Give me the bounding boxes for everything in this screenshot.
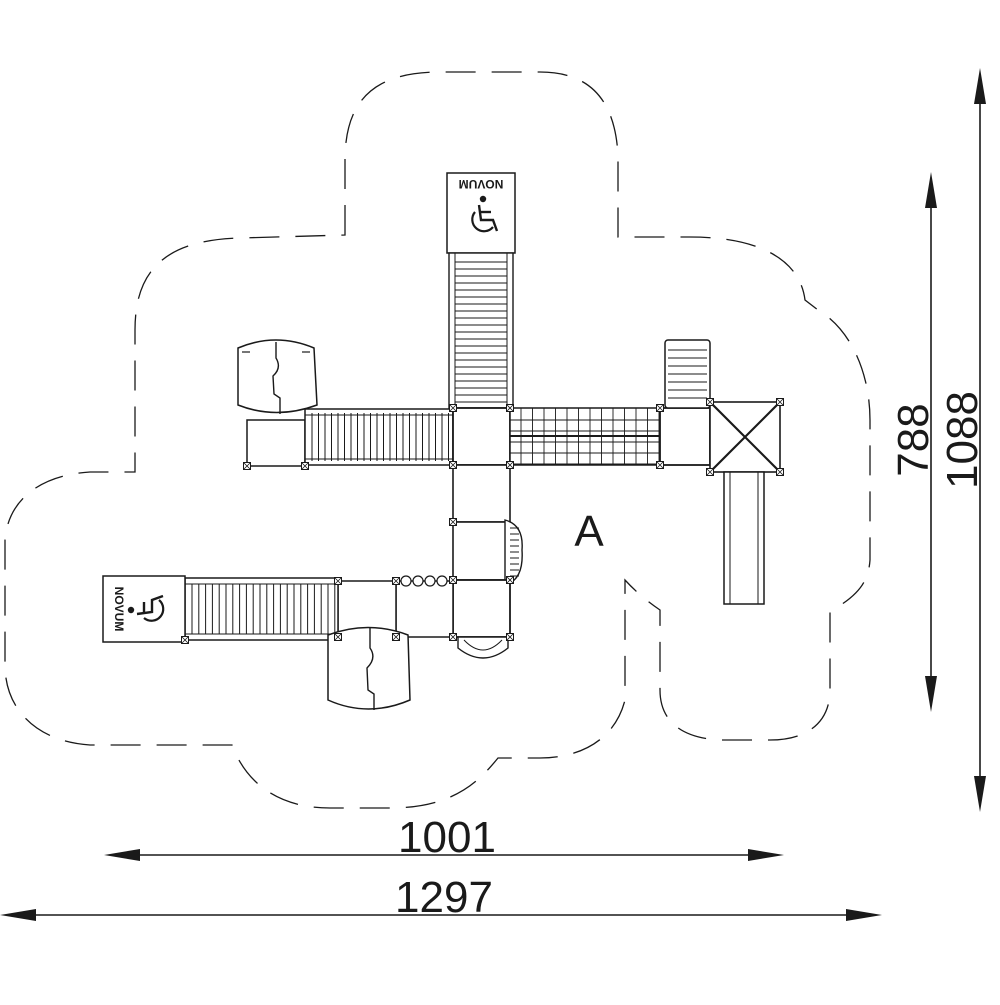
arrowhead-icon <box>925 172 937 208</box>
arrowhead-icon <box>846 909 882 921</box>
arrowhead-icon <box>974 776 986 812</box>
post-markers <box>181 398 784 644</box>
slide-chute <box>723 471 765 605</box>
roof-panel-lower <box>327 626 411 710</box>
right-upper-section <box>509 339 781 605</box>
top-access-ramp: NOVUM <box>446 172 516 409</box>
bridge-left <box>304 408 454 466</box>
dim-height-outer: 1088 <box>938 391 987 489</box>
arrowhead-icon <box>104 849 140 861</box>
dim-width-outer: 1297 <box>395 873 493 922</box>
roof-panel-left <box>237 339 318 414</box>
ramp-slats-top <box>455 261 507 403</box>
dimension-lines: 1001 1297 788 1088 <box>0 68 987 922</box>
zone-label: A <box>574 507 604 556</box>
brand-label-left: NOVUM <box>112 587 126 632</box>
dim-width-inner: 1001 <box>398 813 496 862</box>
ramp-lower-left <box>184 577 339 641</box>
lower-tower-stack <box>452 464 523 659</box>
central-tower <box>452 407 511 466</box>
arrowhead-icon <box>974 68 986 104</box>
brand-label-top: NOVUM <box>459 177 504 191</box>
arrowhead-icon <box>748 849 784 861</box>
arrowhead-icon <box>925 676 937 712</box>
dim-height-inner: 788 <box>889 403 938 476</box>
safety-zone-outline <box>4 71 871 809</box>
arrowhead-icon <box>0 909 36 921</box>
play-structure: NOVUM <box>102 172 784 710</box>
lower-left-section: NOVUM <box>102 575 454 710</box>
left-upper-section <box>237 339 454 467</box>
